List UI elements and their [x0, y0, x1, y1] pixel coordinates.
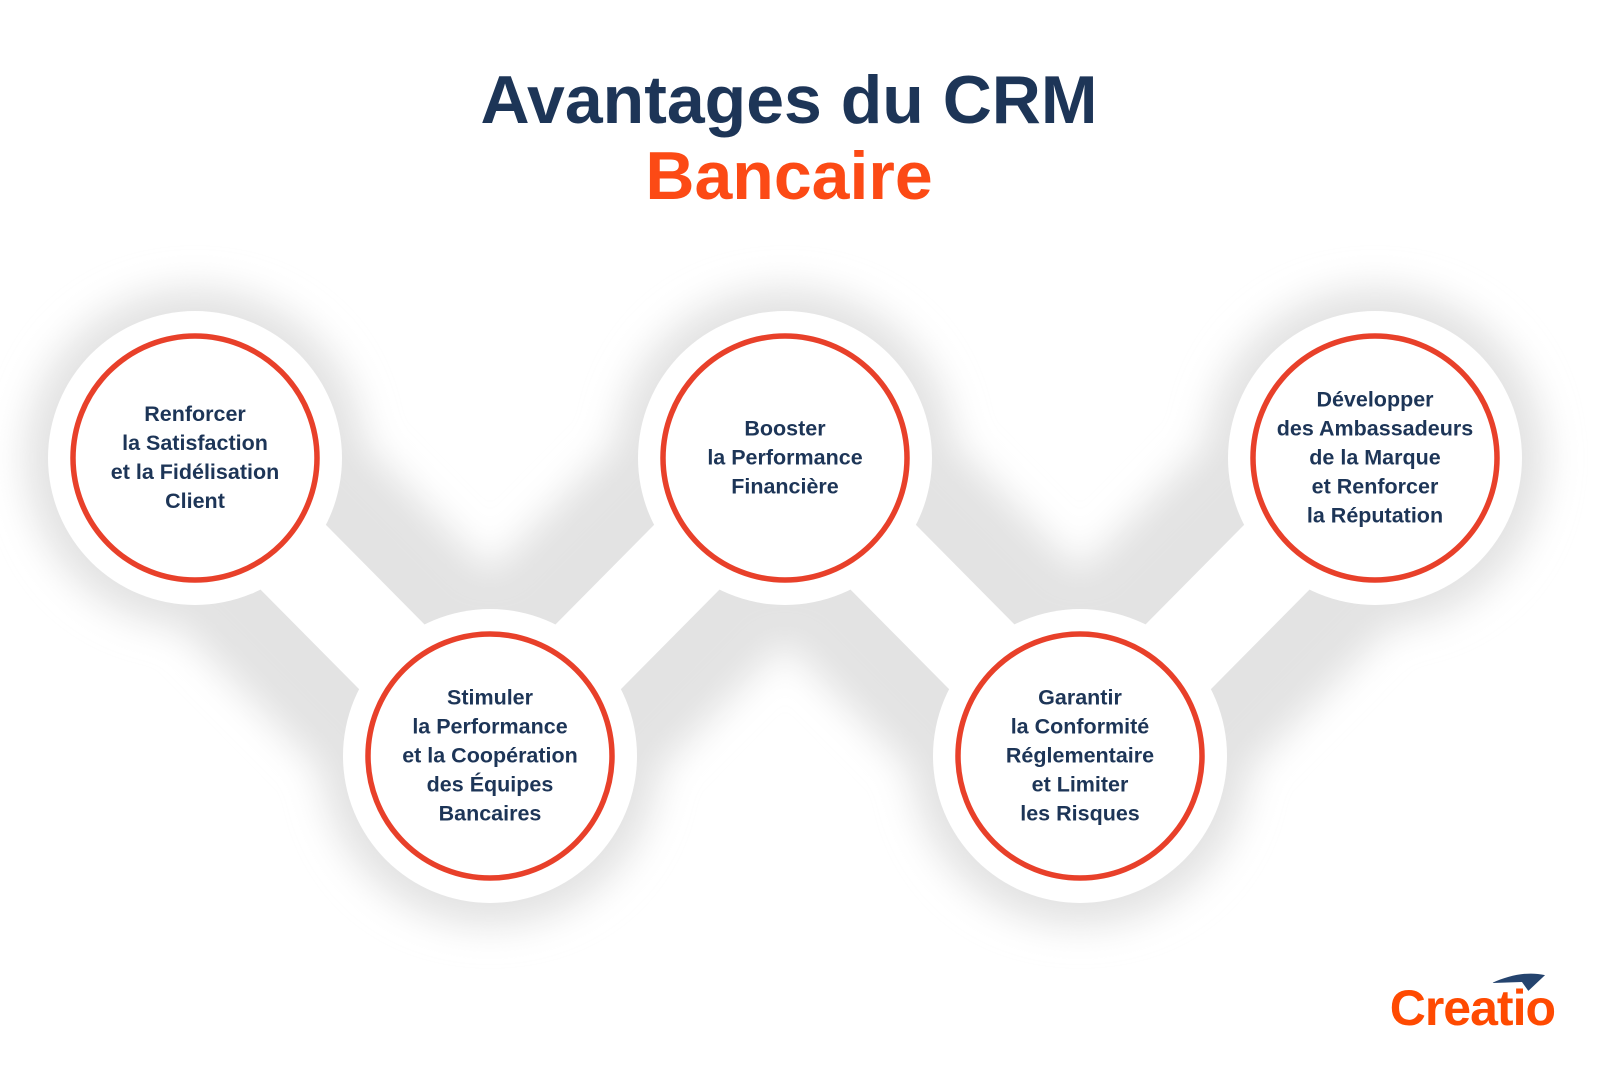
- benefit-node-label-1: Renforcer la Satisfaction et la Fidélisa…: [110, 402, 280, 513]
- node-circle-2: [365, 631, 615, 881]
- paper-plane-icon: [1492, 973, 1546, 991]
- page-title: Avantages du CRM Bancaire: [0, 62, 1578, 214]
- node-circle-5: [1250, 333, 1500, 583]
- title-line-2: Bancaire: [645, 138, 933, 214]
- title-line-1: Avantages du CRM: [480, 62, 1098, 138]
- creatio-logo: Creatio: [1390, 973, 1556, 1036]
- node-rings: [70, 333, 1500, 881]
- benefit-node-label-5: Développer des Ambassadeurs de la Marque…: [1276, 387, 1474, 528]
- node-circle-1: [70, 333, 320, 583]
- node-circle-3: [660, 333, 910, 583]
- benefit-node-label-2: Stimuler la Performance et la Coopératio…: [402, 685, 578, 826]
- node-circle-4: [955, 631, 1205, 881]
- benefit-node-label-3: Booster la Performance Financière: [707, 416, 863, 499]
- benefit-node-label-4: Garantir la Conformité Réglementaire et …: [1005, 685, 1155, 826]
